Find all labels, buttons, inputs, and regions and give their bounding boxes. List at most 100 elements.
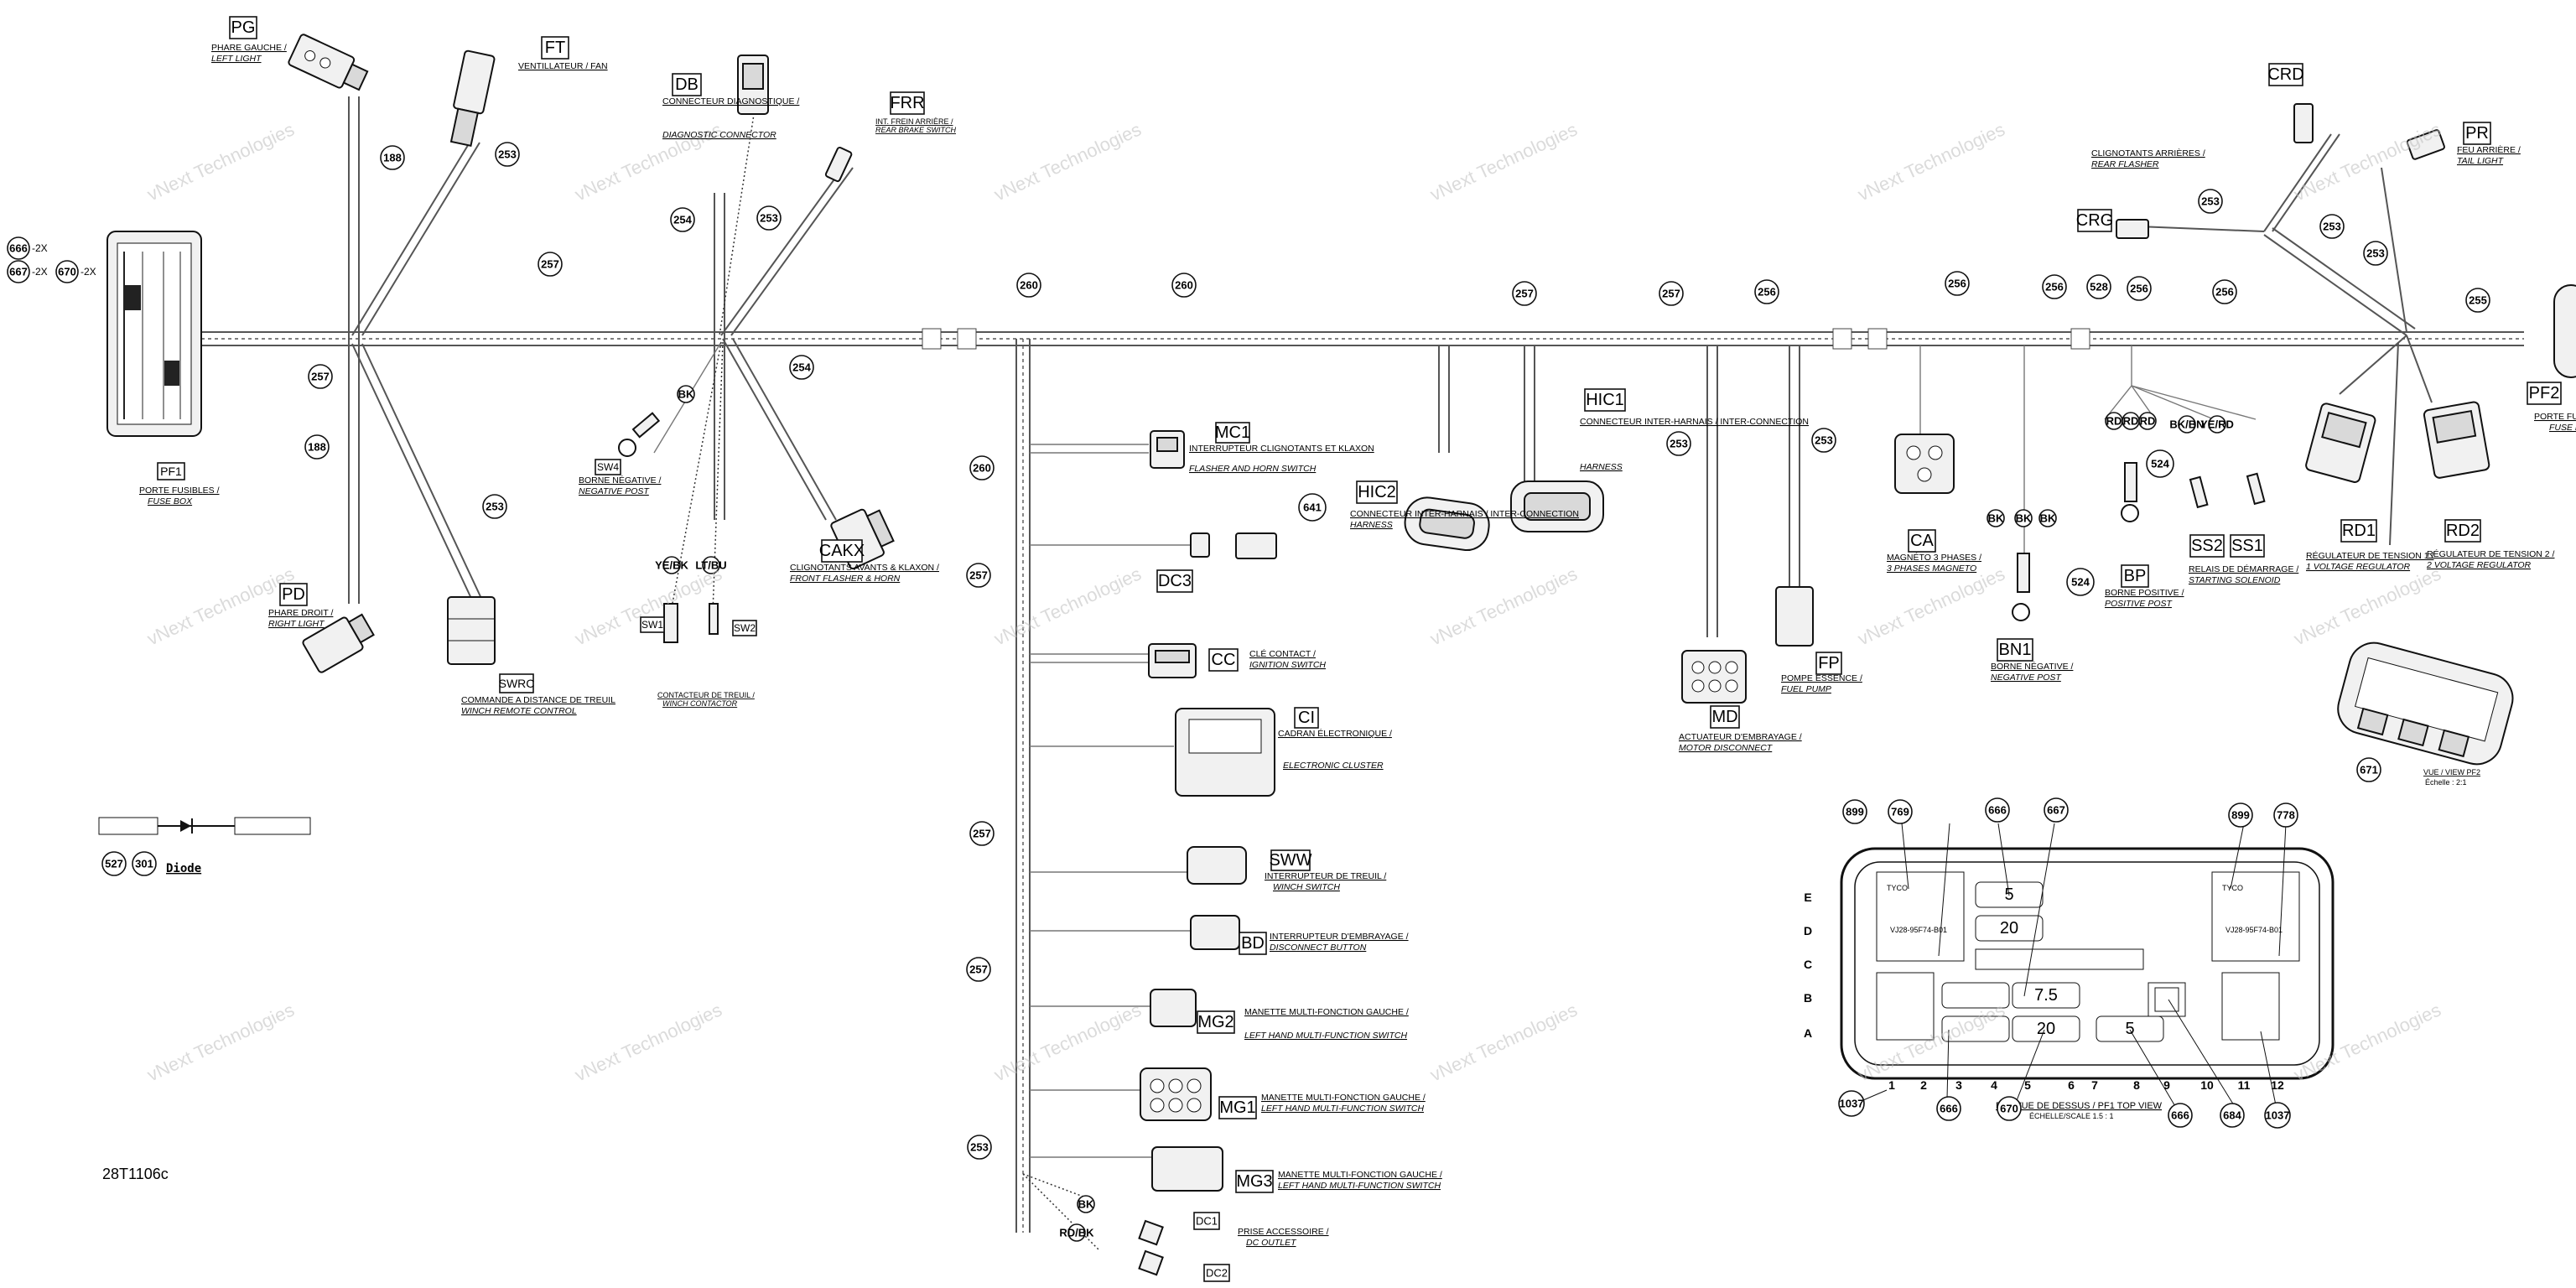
svg-text:vNext Technologies: vNext Technologies (2291, 118, 2444, 205)
svg-text:WINCH REMOTE CONTROL: WINCH REMOTE CONTROL (461, 706, 577, 716)
pf1-view-text: E D C B A 1 2 3 4 5 6 7 8 9 10 11 12 5 2… (1804, 797, 2298, 1129)
svg-text:254: 254 (673, 214, 692, 226)
svg-text:DIAGNOSTIC CONNECTOR: DIAGNOSTIC CONNECTOR (662, 130, 776, 140)
svg-text:RD1: RD1 (2342, 522, 2376, 540)
svg-text:260: 260 (973, 462, 991, 475)
svg-text:7.5: 7.5 (2034, 986, 2058, 1005)
svg-text:254: 254 (792, 361, 811, 374)
code-RD2: RD2 (2444, 519, 2481, 543)
code-SWRC: SWRC (499, 673, 534, 693)
svg-text:CAKX: CAKX (819, 542, 865, 560)
svg-text:RD/BK: RD/BK (1059, 1227, 1094, 1239)
svg-text:INTERRUPTEUR DE TREUIL /: INTERRUPTEUR DE TREUIL / (1265, 871, 1386, 881)
svg-text:VUE / VIEW PF2: VUE / VIEW PF2 (2423, 768, 2480, 776)
svg-text:5: 5 (2024, 1078, 2031, 1092)
svg-text:FUEL PUMP: FUEL PUMP (1781, 684, 1831, 694)
svg-text:vNext Technologies: vNext Technologies (144, 118, 298, 205)
svg-text:257: 257 (541, 258, 559, 271)
svg-text:vNext Technologies: vNext Technologies (991, 563, 1145, 649)
svg-text:MG1: MG1 (1219, 1098, 1255, 1117)
svg-text:BD: BD (1241, 934, 1265, 953)
svg-text:vNext Technologies: vNext Technologies (991, 999, 1145, 1085)
svg-text:vNext Technologies: vNext Technologies (1427, 999, 1581, 1085)
code-CRG: CRG (2076, 209, 2113, 232)
code-CC: CC (1208, 648, 1239, 672)
svg-text:253: 253 (498, 148, 517, 161)
svg-text:PORTE FUSIBLES /: PORTE FUSIBLES / (139, 486, 220, 496)
svg-text:Échelle : 2:1: Échelle : 2:1 (2425, 778, 2467, 787)
svg-text:CC: CC (1212, 651, 1236, 669)
svg-text:670: 670 (58, 266, 76, 278)
svg-text:1037: 1037 (2266, 1109, 2290, 1122)
code-CI: CI (1294, 707, 1319, 729)
svg-text:SS1: SS1 (2231, 537, 2263, 555)
code-MG2: MG2 (1197, 1010, 1235, 1034)
svg-text:CLIGNOTANTS ARRIÈRES /: CLIGNOTANTS ARRIÈRES / (2091, 148, 2205, 158)
svg-text:666: 666 (1940, 1103, 1958, 1115)
diode-label: Diode (166, 862, 201, 875)
svg-text:1037: 1037 (1840, 1098, 1864, 1110)
svg-text:CA: CA (1910, 532, 1934, 550)
svg-text:671: 671 (2360, 764, 2378, 776)
svg-text:RIGHT LIGHT: RIGHT LIGHT (268, 619, 325, 629)
svg-text:STARTING SOLENOID: STARTING SOLENOID (2189, 575, 2281, 585)
code-FP: FP (1815, 652, 1842, 675)
svg-text:BORNE NÉGATIVE /: BORNE NÉGATIVE / (579, 475, 661, 486)
svg-text:MOTOR DISCONNECT: MOTOR DISCONNECT (1679, 743, 1774, 753)
code-DB: DB (672, 73, 702, 96)
code-SWW: SWW (1269, 849, 1312, 871)
svg-text:SW1: SW1 (641, 619, 663, 631)
code-SW2: SW2 (732, 620, 757, 636)
svg-text:CLÉ CONTACT /: CLÉ CONTACT / (1249, 648, 1316, 659)
svg-text:528: 528 (2090, 281, 2108, 293)
svg-text:253: 253 (2366, 247, 2385, 260)
svg-text:RELAIS DE DÉMARRAGE /: RELAIS DE DÉMARRAGE / (2189, 564, 2298, 574)
svg-text:CONNECTEUR INTER-HARNAIS / INT: CONNECTEUR INTER-HARNAIS / INTER-CONNECT… (1350, 509, 1579, 519)
svg-text:HARNESS: HARNESS (1350, 520, 1393, 530)
svg-text:BN1: BN1 (1999, 641, 2032, 659)
svg-text:253: 253 (486, 501, 504, 513)
dashboard-branch (1015, 339, 1191, 1250)
svg-text:3: 3 (1955, 1078, 1962, 1092)
svg-text:255: 255 (2469, 294, 2487, 307)
code-MC1: MC1 (1215, 422, 1250, 444)
svg-text:257: 257 (1662, 288, 1680, 300)
svg-text:POMPE ESSENCE /: POMPE ESSENCE / (1781, 673, 1862, 683)
svg-text:CRD: CRD (2267, 65, 2303, 84)
svg-text:vNext Technologies: vNext Technologies (1427, 563, 1581, 649)
svg-text:2: 2 (1920, 1078, 1927, 1092)
code-SS2: SS2 (2189, 534, 2225, 558)
svg-text:BK: BK (2040, 512, 2056, 525)
svg-text:BORNE NÉGATIVE /: BORNE NÉGATIVE / (1991, 661, 2073, 672)
main-trunk (201, 328, 2524, 350)
code-CA: CA (1908, 529, 1936, 553)
svg-text:C: C (1804, 958, 1812, 971)
svg-text:YE/RD: YE/RD (2200, 418, 2234, 431)
svg-text:DC3: DC3 (1158, 572, 1192, 590)
svg-text:20: 20 (2037, 1020, 2055, 1038)
svg-text:641: 641 (1303, 501, 1322, 514)
svg-text:BK/BN: BK/BN (2169, 418, 2204, 431)
svg-text:BP: BP (2124, 567, 2147, 585)
svg-text:HIC2: HIC2 (1358, 483, 1396, 501)
svg-text:vNext Technologies: vNext Technologies (144, 563, 298, 649)
svg-text:253: 253 (2323, 221, 2341, 233)
svg-text:260: 260 (1175, 279, 1193, 292)
svg-text:DB: DB (675, 75, 699, 94)
svg-text:LEFT LIGHT: LEFT LIGHT (211, 54, 262, 64)
svg-text:HARNESS: HARNESS (1580, 462, 1623, 472)
code-DC3: DC3 (1156, 569, 1193, 593)
svg-text:256: 256 (2130, 283, 2148, 295)
svg-text:257: 257 (973, 828, 991, 840)
svg-text:253: 253 (1670, 438, 1688, 450)
svg-text:5: 5 (2004, 886, 2013, 904)
svg-text:RÉGULATEUR DE TENSION 2 /: RÉGULATEUR DE TENSION 2 / (2427, 548, 2555, 559)
svg-text:PD: PD (282, 585, 305, 604)
svg-text:RD: RD (2140, 415, 2156, 428)
svg-text:INTERRUPTEUR CLIGNOTANTS ET KL: INTERRUPTEUR CLIGNOTANTS ET KLAXON (1189, 444, 1374, 454)
svg-text:D: D (1804, 924, 1812, 937)
svg-text:7: 7 (2091, 1078, 2098, 1092)
svg-text:FT: FT (545, 39, 565, 57)
svg-text:ACTUATEUR D'EMBRAYAGE /: ACTUATEUR D'EMBRAYAGE / (1679, 732, 1802, 742)
